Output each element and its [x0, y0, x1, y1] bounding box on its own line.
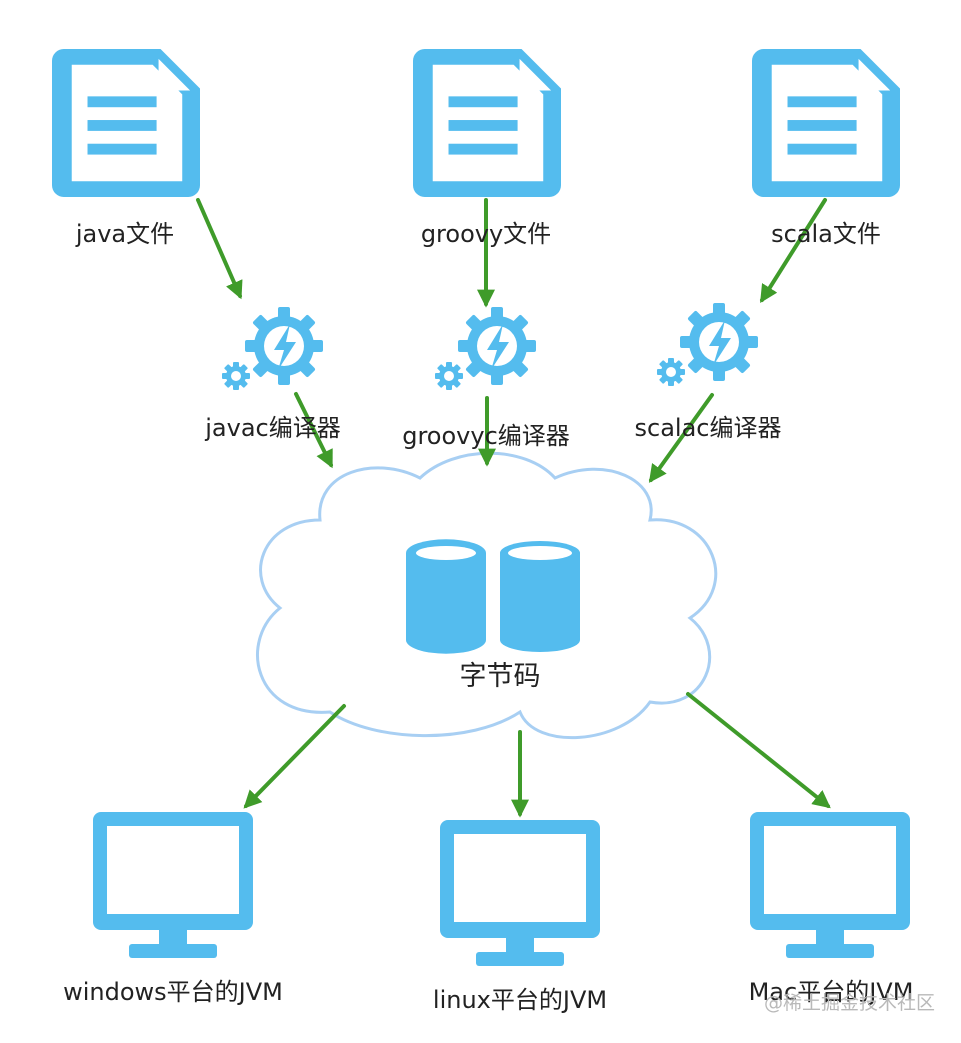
bytecode-cloud: [256, 451, 718, 740]
groovyc-gear-icon: [435, 307, 536, 390]
groovy-file-label: groovy文件: [420, 220, 552, 248]
groovy-file-icon: [413, 49, 561, 197]
mac-monitor-icon: [750, 812, 910, 958]
scala-file-icon: [752, 49, 900, 197]
arrow-javac-to-bytecode: [294, 392, 333, 469]
linux-jvm-label: linux平台的JVM: [432, 986, 608, 1014]
linux-monitor-icon: [440, 820, 600, 966]
watermark: @稀土掘金技术社区: [763, 992, 935, 1014]
scalac-gear-icon: [657, 303, 758, 386]
java-file-label: java文件: [75, 220, 175, 248]
arrow-bytecode-to-windows: [243, 704, 346, 809]
javac-compiler-label: javac编译器: [205, 414, 341, 442]
arrow-bytecode-to-mac: [686, 692, 831, 809]
bytecode-label: 字节码: [459, 661, 541, 692]
groovyc-compiler-label: groovyc编译器: [402, 422, 570, 450]
java-file-icon: [52, 49, 200, 197]
windows-jvm-label: windows平台的JVM: [63, 978, 283, 1006]
scala-file-label: scala文件: [771, 220, 881, 248]
windows-monitor-icon: [93, 812, 253, 958]
arrow-java-to-javac: [196, 198, 243, 300]
javac-gear-icon: [222, 307, 323, 390]
database-icon: [406, 539, 580, 654]
arrow-scalac-to-bytecode: [648, 393, 714, 483]
arrow-scala-to-scalac: [760, 198, 827, 304]
mac-jvm-label: Mac平台的JVM: [748, 978, 914, 1006]
scalac-compiler-label: scalac编译器: [634, 414, 782, 442]
